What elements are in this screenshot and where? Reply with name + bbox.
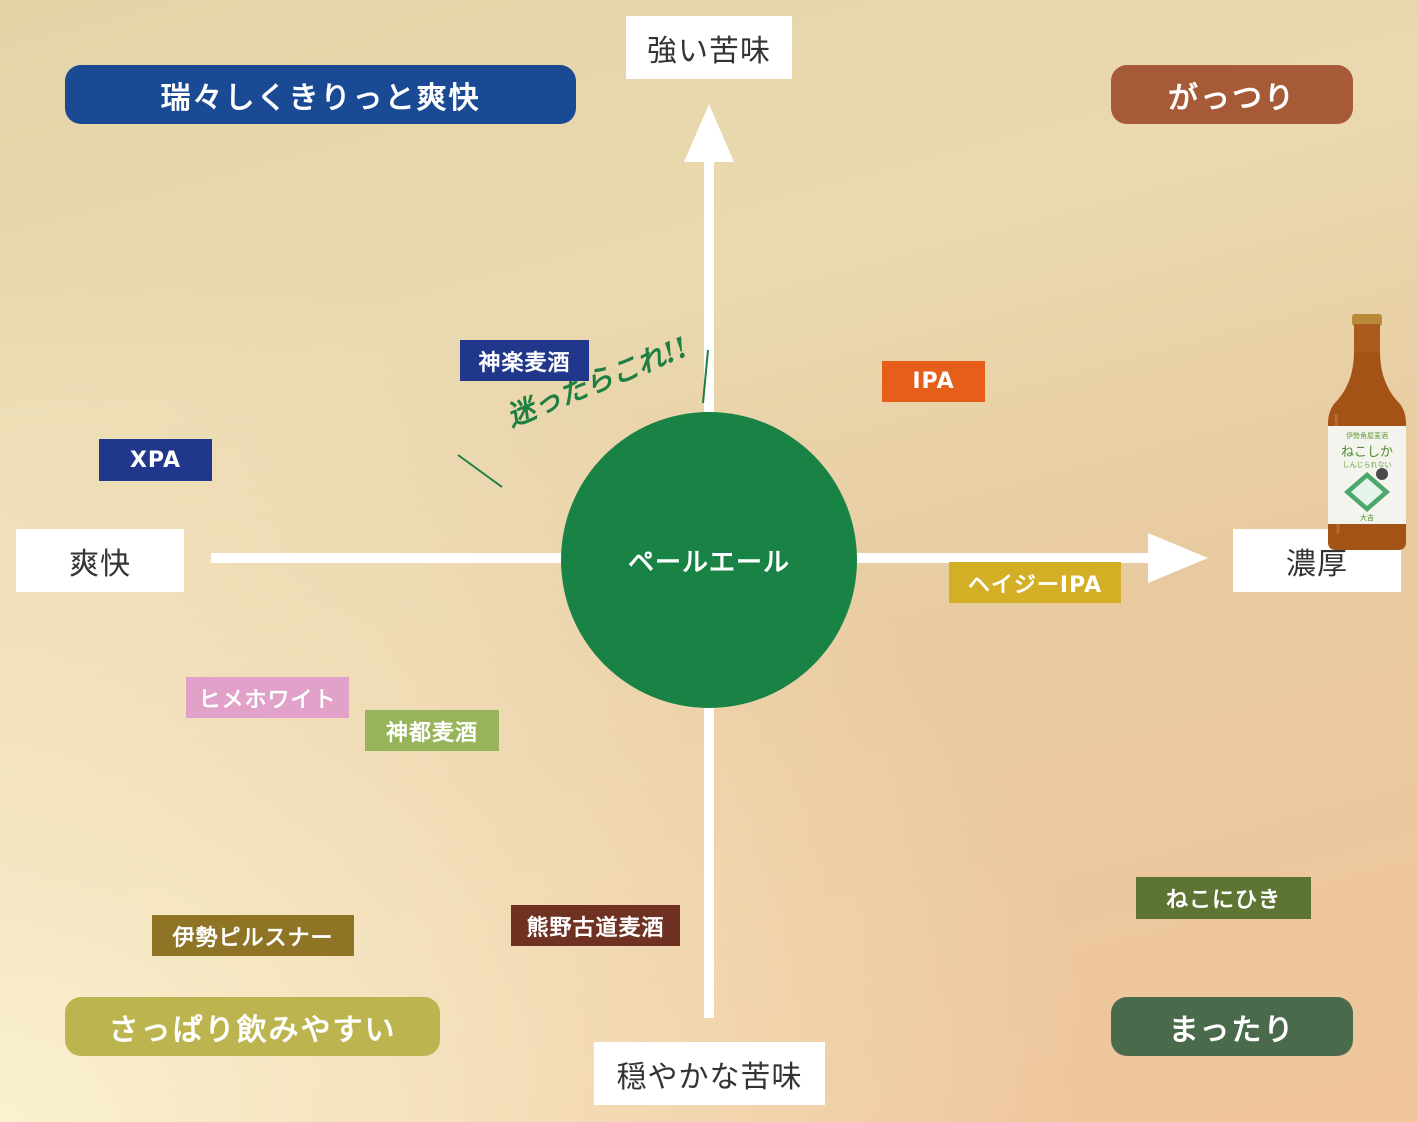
- beer-tag-shinto: 神都麦酒: [365, 710, 499, 751]
- beer-tag-ipa: IPA: [882, 361, 985, 402]
- bottle-label-brand: 伊勢角屋麦酒: [1346, 431, 1388, 440]
- beer-tag-hazy-ipa: ヘイジーIPA: [949, 562, 1121, 603]
- axis-label-bottom: 穏やかな苦味: [594, 1042, 825, 1105]
- note-stroke-left: [457, 454, 503, 488]
- bottle-label-title: ねこしか: [1341, 445, 1393, 460]
- bottle-label-subtitle: しんじられない: [1343, 461, 1392, 469]
- quadrant-top-right: がっつり: [1111, 65, 1353, 124]
- quadrant-bottom-left: さっぱり飲みやすい: [65, 997, 440, 1056]
- beer-tag-ise-pilsner: 伊勢ピルスナー: [152, 915, 354, 956]
- beer-bottle-image: 伊勢角屋麦酒 ねこしか しんじられない 大吉: [1326, 314, 1408, 554]
- quadrant-bottom-right: まったり: [1111, 997, 1353, 1056]
- axis-label-left: 爽快: [16, 529, 184, 592]
- beer-tag-kumano: 熊野古道麦酒: [511, 905, 680, 946]
- axis-arrow-right: [1148, 533, 1208, 583]
- beer-tag-neko-nihiki: ねこにひき: [1136, 877, 1311, 919]
- beer-tag-xpa: XPA: [99, 439, 212, 481]
- quadrant-top-left: 瑞々しくきりっと爽快: [65, 65, 576, 124]
- center-circle-pale-ale: ペールエール: [561, 412, 857, 708]
- beer-tag-hime-white: ヒメホワイト: [186, 677, 349, 718]
- axis-arrow-up: [684, 104, 734, 162]
- axis-label-top: 強い苦味: [626, 16, 792, 79]
- note-stroke-right: [702, 349, 709, 404]
- bottle-label-footer: 大吉: [1360, 513, 1374, 522]
- cat-icon: [1376, 468, 1388, 480]
- beer-tag-kagura: 神楽麦酒: [460, 340, 589, 381]
